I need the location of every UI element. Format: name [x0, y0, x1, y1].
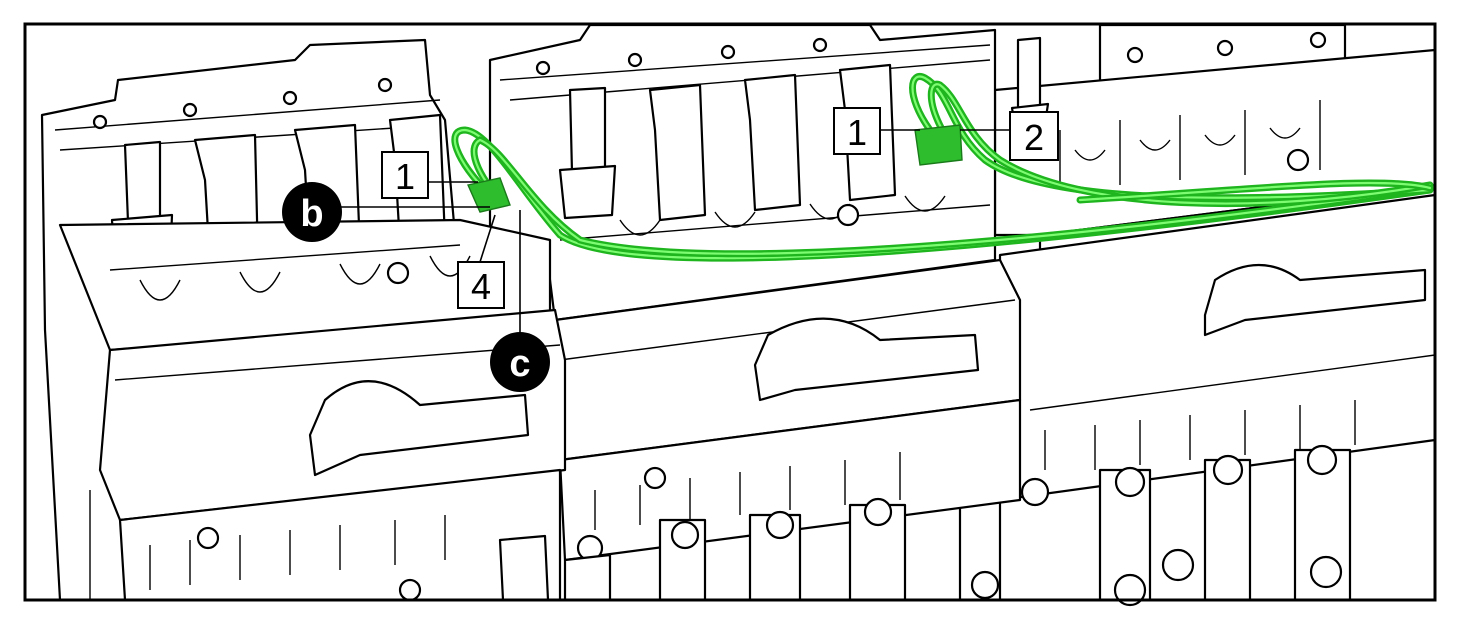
callout-1-right-label: 1	[847, 112, 867, 153]
callout-4-label: 4	[471, 266, 491, 307]
marker-c: c	[490, 332, 550, 392]
figure-frame	[23, 22, 1437, 602]
callout-1-left: 1	[381, 151, 429, 199]
green-wire-bundle	[451, 73, 1434, 262]
callout-1-left-label: 1	[395, 156, 415, 197]
middle-switch-module	[488, 23, 1022, 602]
leader-lines	[340, 129, 1010, 345]
callout-1-right: 1	[833, 107, 881, 155]
callout-2-label: 2	[1024, 117, 1044, 158]
left-switch-module	[40, 38, 567, 602]
marker-c-label: c	[509, 343, 530, 385]
callout-4: 4	[457, 261, 505, 309]
callout-2: 2	[1009, 111, 1059, 161]
marker-b-label: b	[300, 193, 323, 235]
marker-b: b	[282, 182, 342, 242]
right-switch-module	[958, 23, 1437, 607]
